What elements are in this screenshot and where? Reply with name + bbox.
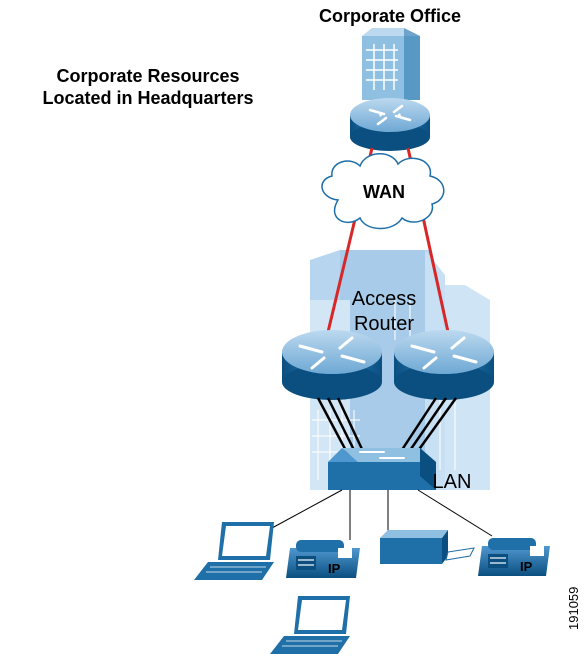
ip-phone-center-icon: IP: [286, 540, 360, 578]
figure-id-label: 191059: [566, 587, 581, 630]
hq-router-icon: [350, 98, 430, 151]
ip-phone-label: IP: [328, 561, 341, 576]
access-router-left-icon: [282, 330, 382, 400]
lan-label: LAN: [433, 471, 472, 493]
access-router-label-line2: Router: [354, 313, 414, 335]
lan-endpoint-links: [271, 489, 493, 540]
ip-phone-right-icon: IP: [478, 538, 550, 576]
access-router-label-line1: Access: [352, 288, 416, 310]
lan-switch-icon: [328, 448, 436, 490]
corporate-office-building-icon: [362, 28, 420, 100]
resources-label-line1: Corporate Resources: [56, 66, 239, 86]
resources-label-line2: Located in Headquarters: [42, 88, 253, 108]
printer-icon: [380, 530, 475, 564]
wan-label: WAN: [363, 182, 405, 202]
wan-cloud-icon: [321, 153, 445, 230]
corporate-office-label: Corporate Office: [319, 6, 461, 26]
ip-phone-right-label: IP: [520, 559, 533, 574]
laptop-left-icon: [194, 522, 274, 580]
access-router-right-icon: [394, 330, 494, 400]
laptop-bottom-icon: [270, 596, 350, 654]
